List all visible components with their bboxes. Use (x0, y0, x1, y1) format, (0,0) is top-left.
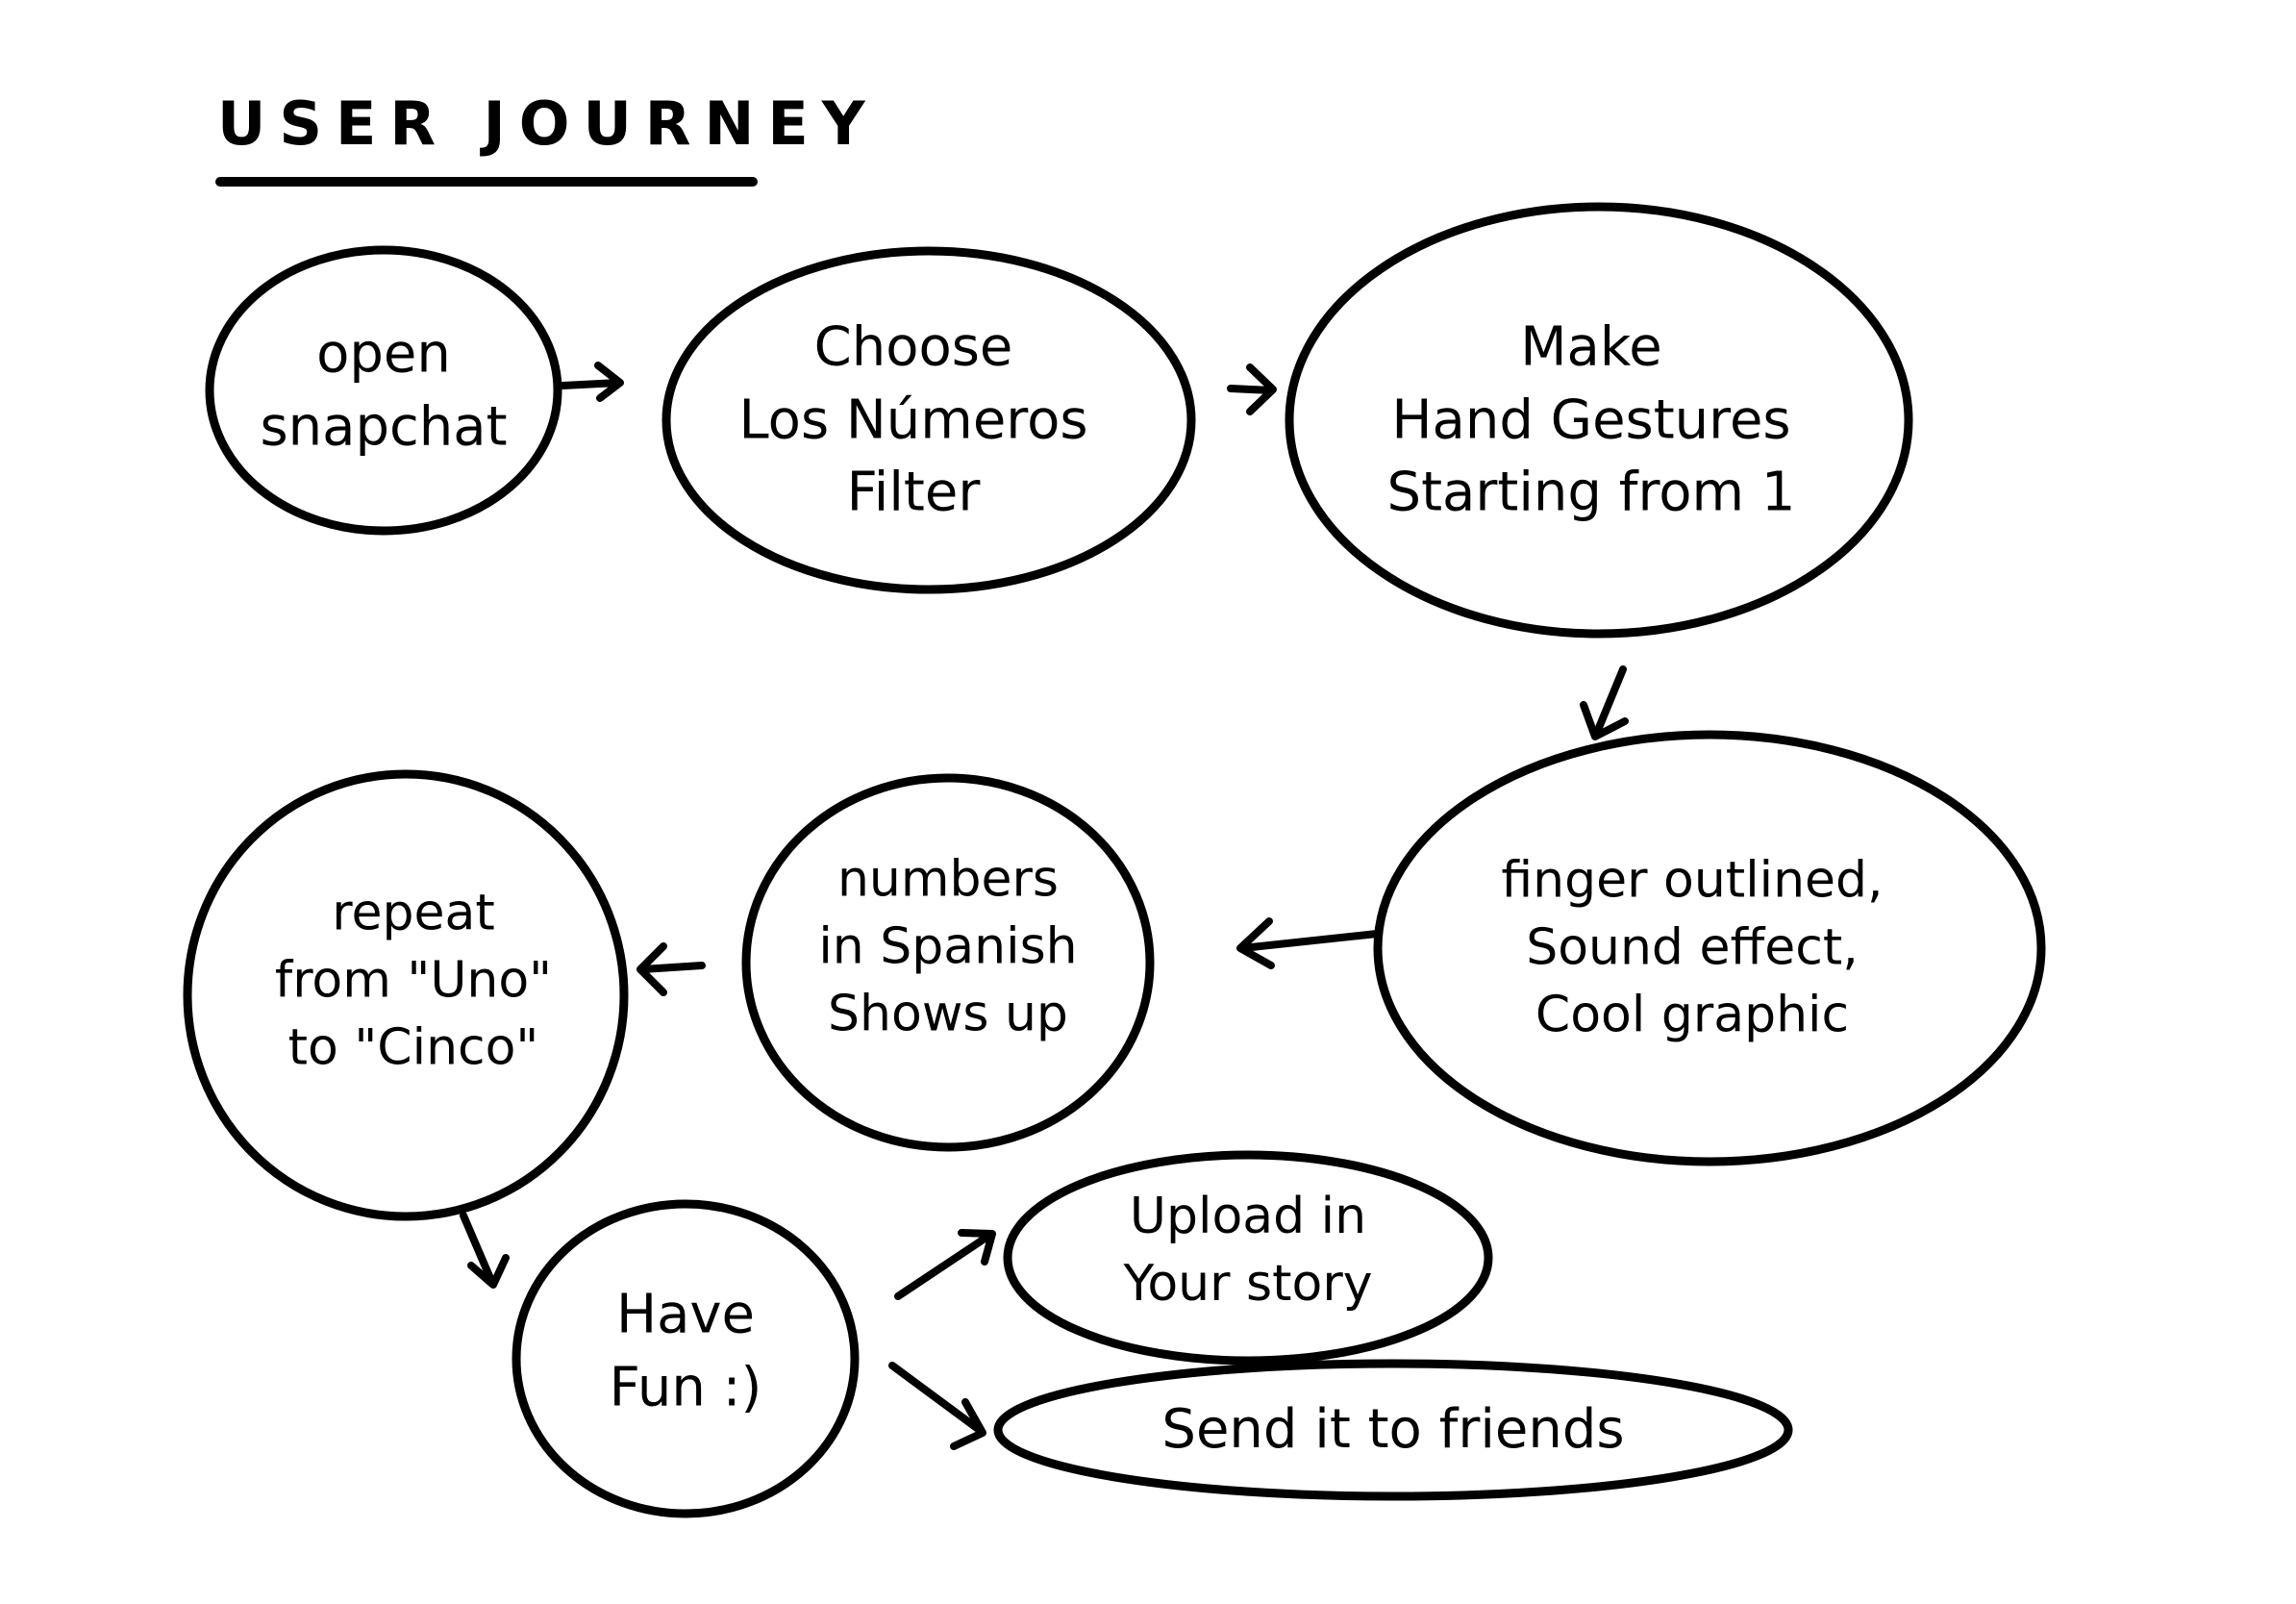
edge-open-to-choose (559, 362, 624, 402)
arrow-line (1238, 930, 1381, 952)
label-have-fun: Have Fun :) (609, 1283, 762, 1418)
arrow-line (1227, 385, 1275, 394)
node-send-friends (993, 1359, 1793, 1501)
edge-gestures-to-finger (1580, 665, 1629, 740)
label-make-gestures: Make Hand Gestures Starting from 1 (1386, 315, 1796, 524)
label-repeat: repeat from "Uno" to "Cinco" (274, 884, 553, 1078)
title-underline (215, 177, 758, 187)
edge-finger-to-numbers (1236, 917, 1381, 969)
arrow-head-icon (467, 1254, 510, 1289)
arrow-line (894, 1231, 994, 1300)
edge-havefun-to-upload (894, 1229, 996, 1300)
edge-choose-to-gestures (1227, 363, 1277, 415)
label-finger-outlined: finger outlined, Sound effect, Cool grap… (1501, 851, 1884, 1045)
arrow-line (1592, 665, 1627, 739)
arrow-head-icon (958, 1229, 996, 1266)
arrow-line (888, 1362, 985, 1435)
node-open-snapchat (205, 245, 562, 536)
arrow-line (559, 379, 622, 389)
arrow-head-icon (950, 1398, 986, 1450)
label-upload-story: Upload in Your story (1123, 1187, 1373, 1313)
label-send-friends: Send it to friends (1161, 1398, 1625, 1462)
label-numbers-spanish: numbers in Spanish Shows up (818, 850, 1078, 1044)
arrow-head-icon (1246, 363, 1277, 415)
node-finger-outlined (1373, 730, 2046, 1166)
edge-repeat-to-havefun (460, 1212, 510, 1289)
arrow-line (638, 962, 706, 973)
node-have-fun (512, 1199, 860, 1518)
arrow-head-icon (594, 362, 624, 402)
node-choose-filter (661, 246, 1196, 594)
arrow-head-icon (636, 942, 667, 996)
arrow-line (460, 1212, 496, 1287)
node-upload-story (1003, 1150, 1493, 1366)
node-make-gestures (1285, 202, 1913, 639)
arrow-head-icon (1236, 917, 1275, 969)
label-open-snapchat: open snapchat (260, 322, 508, 458)
label-choose-filter: Choose Los Números Filter (738, 315, 1088, 524)
diagram-title: USER JOURNEY (217, 88, 879, 159)
edge-numbers-to-repeat (636, 942, 706, 996)
node-numbers-spanish (741, 773, 1155, 1152)
edge-havefun-to-send (888, 1362, 986, 1450)
arrow-head-icon (1580, 701, 1629, 740)
node-repeat (183, 769, 629, 1221)
